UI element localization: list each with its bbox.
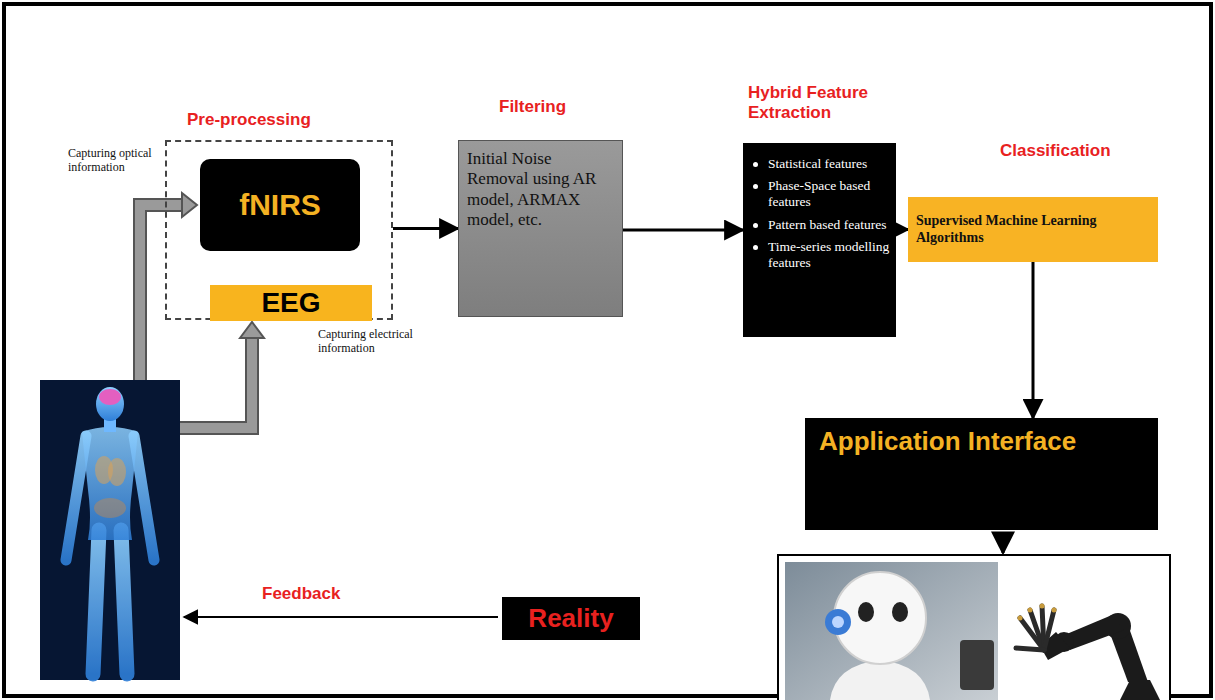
robot-fingers (1016, 606, 1054, 650)
robot-eye (858, 602, 874, 622)
figure-limbs (93, 530, 99, 674)
robot-arm (1120, 680, 1160, 700)
figure-ground (40, 380, 180, 680)
figure-organ (108, 458, 126, 486)
bullet-dot (753, 245, 758, 250)
bullet-dot (753, 223, 758, 228)
annotation: Capturing optical information (68, 146, 164, 175)
bullet-item: Time-series modelling features (749, 239, 890, 271)
bullet-text: Phase-Space based features (768, 178, 890, 210)
bullet-text: Time-series modelling features (768, 239, 890, 271)
capture-arrow-outline (140, 205, 184, 380)
annotation: Capturing electrical information (318, 327, 428, 356)
figure-organ (94, 498, 126, 518)
stage-heading: Classification (1000, 141, 1150, 161)
box-text: Initial Noise Removal using AR model, AR… (467, 149, 614, 231)
robot-fingers (1044, 610, 1054, 650)
bullet-text: Statistical features (768, 156, 867, 172)
feedback-arrow (184, 616, 498, 618)
bullet-item: Statistical features (749, 156, 890, 172)
robot-joints (1040, 604, 1045, 609)
robot-fingers (1016, 648, 1044, 650)
figure-brain (99, 389, 121, 405)
stage-heading: Filtering (499, 97, 619, 117)
dashed-group-box: Pre-processingfNIRSEEG (165, 140, 393, 320)
box-text: Application Interface (819, 426, 1144, 457)
robot-torso (830, 660, 930, 700)
process-box: FilteringInitial Noise Removal using AR … (458, 140, 623, 317)
capture-arrow-body (140, 205, 184, 380)
edge-label: Feedback (262, 584, 372, 604)
bullet-text: Pattern based features (768, 217, 886, 233)
flow-arrow (1032, 262, 1035, 418)
capture-arrow-outline (180, 336, 252, 428)
robot-joints (1018, 604, 1057, 621)
human-body-figure (40, 380, 180, 680)
capture-arrow-head (240, 322, 264, 338)
figure-torso (82, 427, 138, 540)
figure-limbs (121, 530, 127, 674)
classifier-box: ClassificationSupervised Machine Learnin… (908, 197, 1158, 262)
robot-eye (892, 602, 908, 622)
box-text: Reality (528, 603, 613, 634)
flow-arrow (393, 227, 458, 230)
bullet-item: Phase-Space based features (749, 178, 890, 210)
stage-heading: Pre-processing (187, 110, 387, 130)
robot-arm (1040, 613, 1160, 700)
photo-ground (785, 562, 998, 700)
box-text: Supervised Machine Learning Algorithms (916, 213, 1150, 247)
robot-ear (825, 609, 851, 635)
feature-box: Hybrid Feature ExtractionStatistical fea… (743, 143, 896, 337)
capture-arrow-body (180, 336, 252, 428)
capture-arrow-head (182, 193, 197, 217)
robot-joints (1052, 608, 1057, 613)
figure-head (96, 387, 124, 421)
robot-ear-center (832, 616, 844, 628)
output-arrow (1002, 532, 1005, 553)
interface-box: Application Interface (805, 418, 1158, 530)
flow-arrow (623, 229, 743, 232)
box-text: fNIRS (239, 187, 321, 223)
box-text: EEG (261, 286, 320, 320)
robot-panel (778, 555, 1170, 700)
reality-box: Reality (502, 597, 640, 640)
sensor-box: EEG (210, 285, 372, 321)
figure-limbs (66, 436, 154, 674)
panel-border (778, 555, 1170, 700)
stage-heading: Hybrid Feature Extraction (748, 83, 888, 124)
bullet-dot (753, 184, 758, 189)
bullet-item: Pattern based features (749, 217, 890, 233)
figure-limbs (66, 436, 86, 560)
robot-joints (1028, 608, 1033, 613)
flow-arrow (896, 228, 908, 231)
figure-limbs (134, 436, 154, 560)
sensor-box: fNIRS (200, 159, 360, 251)
bullet-dot (753, 162, 758, 167)
tablet (960, 640, 994, 690)
robot-joints (1018, 616, 1023, 621)
